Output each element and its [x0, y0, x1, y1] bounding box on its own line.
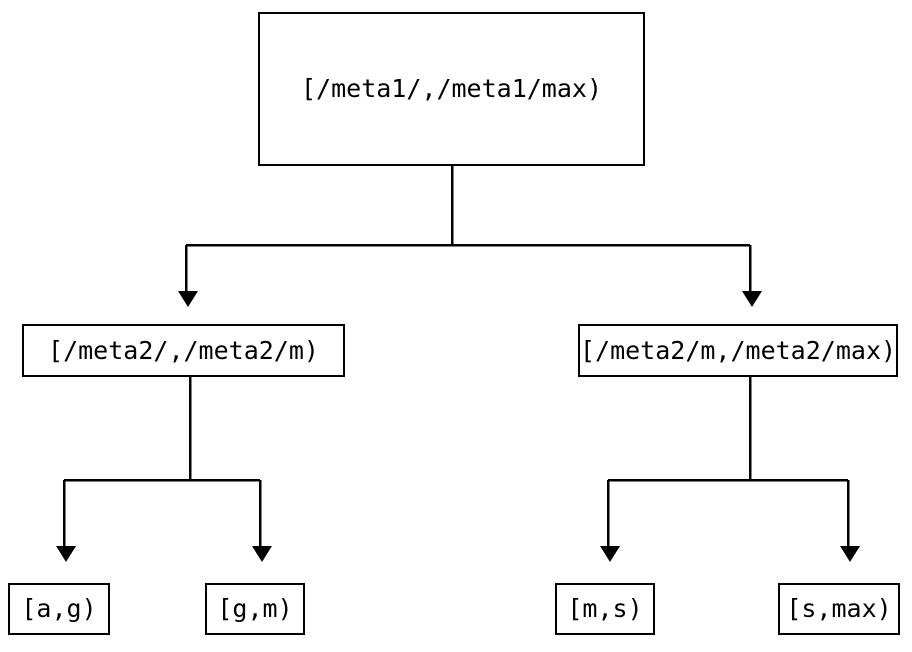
node-leaf-g-m-label: [g,m) — [217, 594, 293, 624]
node-leaf-s-max[interactable]: [s,max) — [778, 583, 900, 635]
node-root[interactable]: [/meta1/,/meta1/max) — [258, 12, 645, 166]
arrowhead-to-leaf-g-m — [252, 546, 272, 562]
node-leaf-m-s[interactable]: [m,s) — [555, 583, 655, 635]
node-mid-right[interactable]: [/meta2/m,/meta2/max) — [578, 324, 898, 377]
arrowhead-to-leaf-m-s — [600, 546, 620, 562]
edge-midright-to-leaf-group — [606, 377, 850, 547]
node-mid-left[interactable]: [/meta2/,/meta2/m) — [22, 324, 345, 377]
edge-root-to-mid-group — [184, 166, 752, 292]
node-leaf-s-max-label: [s,max) — [786, 594, 892, 624]
arrowhead-to-mid-left — [178, 291, 198, 307]
edge-midleft-to-leaf-group — [62, 377, 262, 547]
node-leaf-g-m[interactable]: [g,m) — [205, 583, 305, 635]
arrowhead-to-mid-right — [742, 291, 762, 307]
node-root-label: [/meta1/,/meta1/max) — [300, 74, 603, 104]
arrowhead-to-leaf-a-g — [56, 546, 76, 562]
node-mid-right-label: [/meta2/m,/meta2/max) — [579, 335, 897, 365]
node-mid-left-label: [/meta2/,/meta2/m) — [48, 335, 319, 365]
node-leaf-a-g[interactable]: [a,g) — [8, 583, 110, 635]
node-leaf-m-s-label: [m,s) — [567, 594, 643, 624]
arrowhead-to-leaf-s-max — [840, 546, 860, 562]
node-leaf-a-g-label: [a,g) — [21, 594, 97, 624]
